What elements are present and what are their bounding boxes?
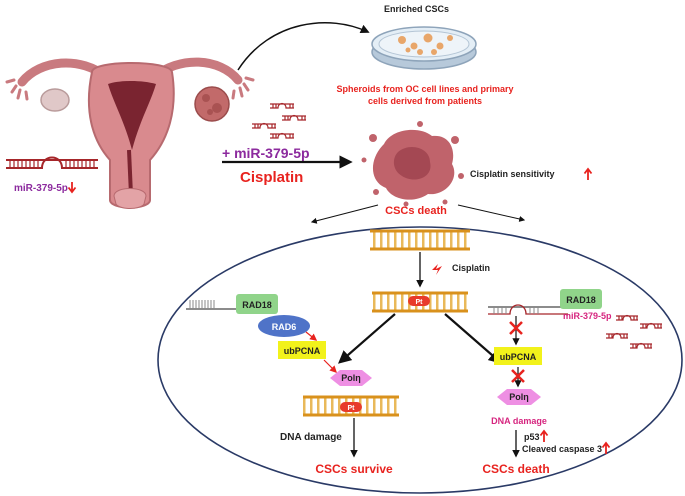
treatment-mir-label: + miR-379-5p (222, 145, 310, 161)
dna-damage-left-label: DNA damage (280, 432, 342, 443)
mirna-hairpin-left (6, 156, 98, 169)
mechanism-ellipse (157, 226, 683, 494)
dna-top-center (370, 229, 470, 251)
spheroids-label-line1: Spheroids from OC cell lines and primary (336, 84, 513, 94)
spheroid-icon (361, 121, 464, 207)
ovary-left (40, 88, 70, 112)
enriched-cscs-label: Enriched CSCs (384, 4, 449, 14)
rad6-label: RAD6 (272, 322, 297, 332)
poln-left-hexagon (330, 370, 372, 386)
ubpcna-left-label: ubPCNA (284, 346, 321, 356)
cscs-death-top-label: CSCs death (385, 205, 447, 217)
ubpcna-left-box (278, 341, 326, 359)
mir-right-label: miR-379-5p (563, 311, 612, 321)
dna-pt-center (372, 291, 468, 313)
down-arrow-icon (67, 182, 77, 194)
up-arrow-icon-p53 (539, 429, 549, 442)
ubpcna-right-label: ubPCNA (500, 352, 537, 362)
ovary-tumor (194, 86, 230, 122)
mirna-cluster-right (606, 314, 662, 349)
pt-left-label: Pt (348, 405, 356, 412)
petri-dish-icon (371, 26, 477, 70)
block-x-icon-2 (511, 369, 525, 383)
mir-level-label-left: miR-379-5p (14, 183, 68, 194)
cisplatin-center-label: Cisplatin (452, 263, 490, 273)
rad18-right-box (560, 289, 602, 309)
rad18-right-label: RAD18 (566, 295, 596, 305)
mirna-cluster-top (252, 102, 306, 139)
cscs-survive-label: CSCs survive (315, 462, 393, 476)
dna-pt-left (303, 395, 399, 417)
dna-damage-right-label: DNA damage (491, 416, 547, 426)
uterus-illustration (5, 57, 255, 209)
pt-center-label: Pt (416, 299, 424, 306)
poln-left-label: Polη (341, 373, 361, 383)
dna-fork-right (488, 304, 568, 315)
block-x-icon (509, 321, 523, 335)
p53-label: p53 (524, 432, 540, 442)
up-arrow-icon-caspase (601, 441, 611, 454)
up-arrow-icon (583, 167, 593, 180)
treatment-drug-label: Cisplatin (240, 169, 303, 186)
ubpcna-right-box (494, 347, 542, 365)
cisplatin-sensitivity-label: Cisplatin sensitivity (470, 169, 555, 179)
rad18-left-box (236, 294, 278, 314)
lightning-icon (432, 264, 442, 275)
rad18-left-label: RAD18 (242, 300, 272, 310)
curved-arrow (237, 22, 370, 71)
rad6-ellipse (258, 315, 310, 337)
poln-right-label: Polη (509, 392, 529, 402)
cleaved-caspase-label: Cleaved caspase 3 (522, 444, 602, 454)
spheroids-label-line2: cells derived from patients (368, 96, 482, 106)
poln-right-hexagon (497, 389, 541, 405)
cscs-death-bottom-label: CSCs death (482, 462, 549, 476)
